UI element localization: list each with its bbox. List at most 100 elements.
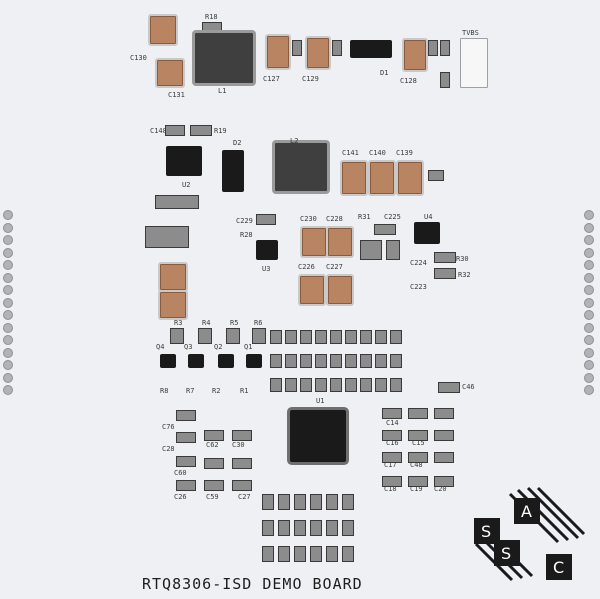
label-r2: R2 <box>212 387 221 395</box>
smd-capacitor <box>176 456 196 467</box>
smd-near-c139 <box>428 170 444 181</box>
smd-c229 <box>256 214 276 225</box>
smd-resistor <box>270 378 282 392</box>
label-c27: C27 <box>238 493 251 501</box>
smd-near-c128-a <box>428 40 438 56</box>
smd-resistor <box>326 520 338 536</box>
smd-resistor <box>390 378 402 392</box>
label-r5: R5 <box>230 319 239 327</box>
header-pad <box>584 310 594 320</box>
smd-resistor <box>270 330 282 344</box>
transistor-q3 <box>188 354 204 368</box>
label-r19: R19 <box>214 127 227 135</box>
ic-u4 <box>414 222 440 244</box>
label-q3: Q3 <box>184 343 193 351</box>
label-c17: C17 <box>384 461 397 469</box>
smd-resistor <box>375 354 387 368</box>
smd-capacitor <box>408 452 428 463</box>
smd-resistor <box>310 546 322 562</box>
smd-capacitor <box>204 458 224 469</box>
header-pad <box>584 372 594 383</box>
capacitor-c127 <box>265 34 291 70</box>
capacitor-c228 <box>326 226 354 258</box>
smd-capacitor <box>434 408 454 419</box>
smd-resistor <box>375 378 387 392</box>
label-c141: C141 <box>342 149 359 157</box>
smd-resistor <box>345 378 357 392</box>
logo-letter-s1: S <box>481 522 491 541</box>
label-c229: C229 <box>236 217 253 225</box>
label-d1: D1 <box>380 69 389 77</box>
smd-resistor <box>360 354 372 368</box>
label-c59: C59 <box>206 493 219 501</box>
label-r32: R32 <box>458 271 471 279</box>
resistor-array-b <box>145 226 189 248</box>
label-l1: L1 <box>218 87 227 95</box>
label-c223: C223 <box>410 283 427 291</box>
label-l2: L2 <box>290 137 299 145</box>
tvbs-pad <box>460 38 488 88</box>
smd-capacitor <box>232 458 252 469</box>
smd-capacitor <box>408 430 428 441</box>
smd-r5 <box>226 328 240 344</box>
capacitor-left-a <box>158 262 188 292</box>
header-pad <box>584 260 594 270</box>
capacitor-c140 <box>368 160 396 196</box>
capacitor-c230 <box>300 226 328 258</box>
smd-near-c128-c <box>440 72 450 88</box>
label-q4: Q4 <box>156 343 165 351</box>
label-c76: C76 <box>162 423 175 431</box>
smd-resistor <box>278 520 290 536</box>
transistor-q4 <box>160 354 176 368</box>
capacitor-c139 <box>396 160 424 196</box>
smd-capacitor <box>382 476 402 487</box>
header-pad <box>584 322 594 333</box>
header-pad <box>3 347 13 358</box>
smd-resistor <box>262 546 274 562</box>
label-c129: C129 <box>302 75 319 83</box>
smd-resistor <box>294 546 306 562</box>
smd-resistor <box>315 378 327 392</box>
smd-capacitor <box>434 476 454 487</box>
smd-capacitor <box>176 410 196 421</box>
label-c127: C127 <box>263 75 280 83</box>
smd-r6 <box>252 328 266 344</box>
label-c30: C30 <box>232 441 245 449</box>
smd-c148 <box>165 125 185 136</box>
label-c131: C131 <box>168 91 185 99</box>
transistor-q1 <box>246 354 262 368</box>
label-u3: U3 <box>262 265 271 273</box>
smd-capacitor <box>382 430 402 441</box>
smd-resistor <box>285 330 297 344</box>
header-pad <box>584 347 594 358</box>
header-pad <box>584 272 594 283</box>
smd-near-c127 <box>292 40 302 56</box>
label-c46: C46 <box>462 383 475 391</box>
label-u1: U1 <box>316 397 325 405</box>
header-pad <box>584 235 594 245</box>
logo-letter-c: C <box>553 558 564 577</box>
label-r31: R31 <box>358 213 371 221</box>
label-r8: R8 <box>160 387 169 395</box>
label-c128: C128 <box>400 77 417 85</box>
label-c230: C230 <box>300 215 317 223</box>
smd-resistor <box>300 330 312 344</box>
diode-d2 <box>222 150 244 192</box>
smd-resistor <box>360 330 372 344</box>
smd-capacitor <box>176 480 196 491</box>
smd-resistor <box>360 378 372 392</box>
header-pad <box>3 360 13 370</box>
header-pad <box>3 297 13 308</box>
smd-r3 <box>170 328 184 344</box>
smd-resistor <box>278 546 290 562</box>
smd-capacitor <box>382 452 402 463</box>
header-pad <box>584 222 594 233</box>
smd-resistor <box>326 546 338 562</box>
header-pad <box>3 322 13 333</box>
transistor-q2 <box>218 354 234 368</box>
capacitor-c131 <box>155 58 185 88</box>
label-r4: R4 <box>202 319 211 327</box>
smd-capacitor <box>408 408 428 419</box>
label-c20: C20 <box>434 485 447 493</box>
